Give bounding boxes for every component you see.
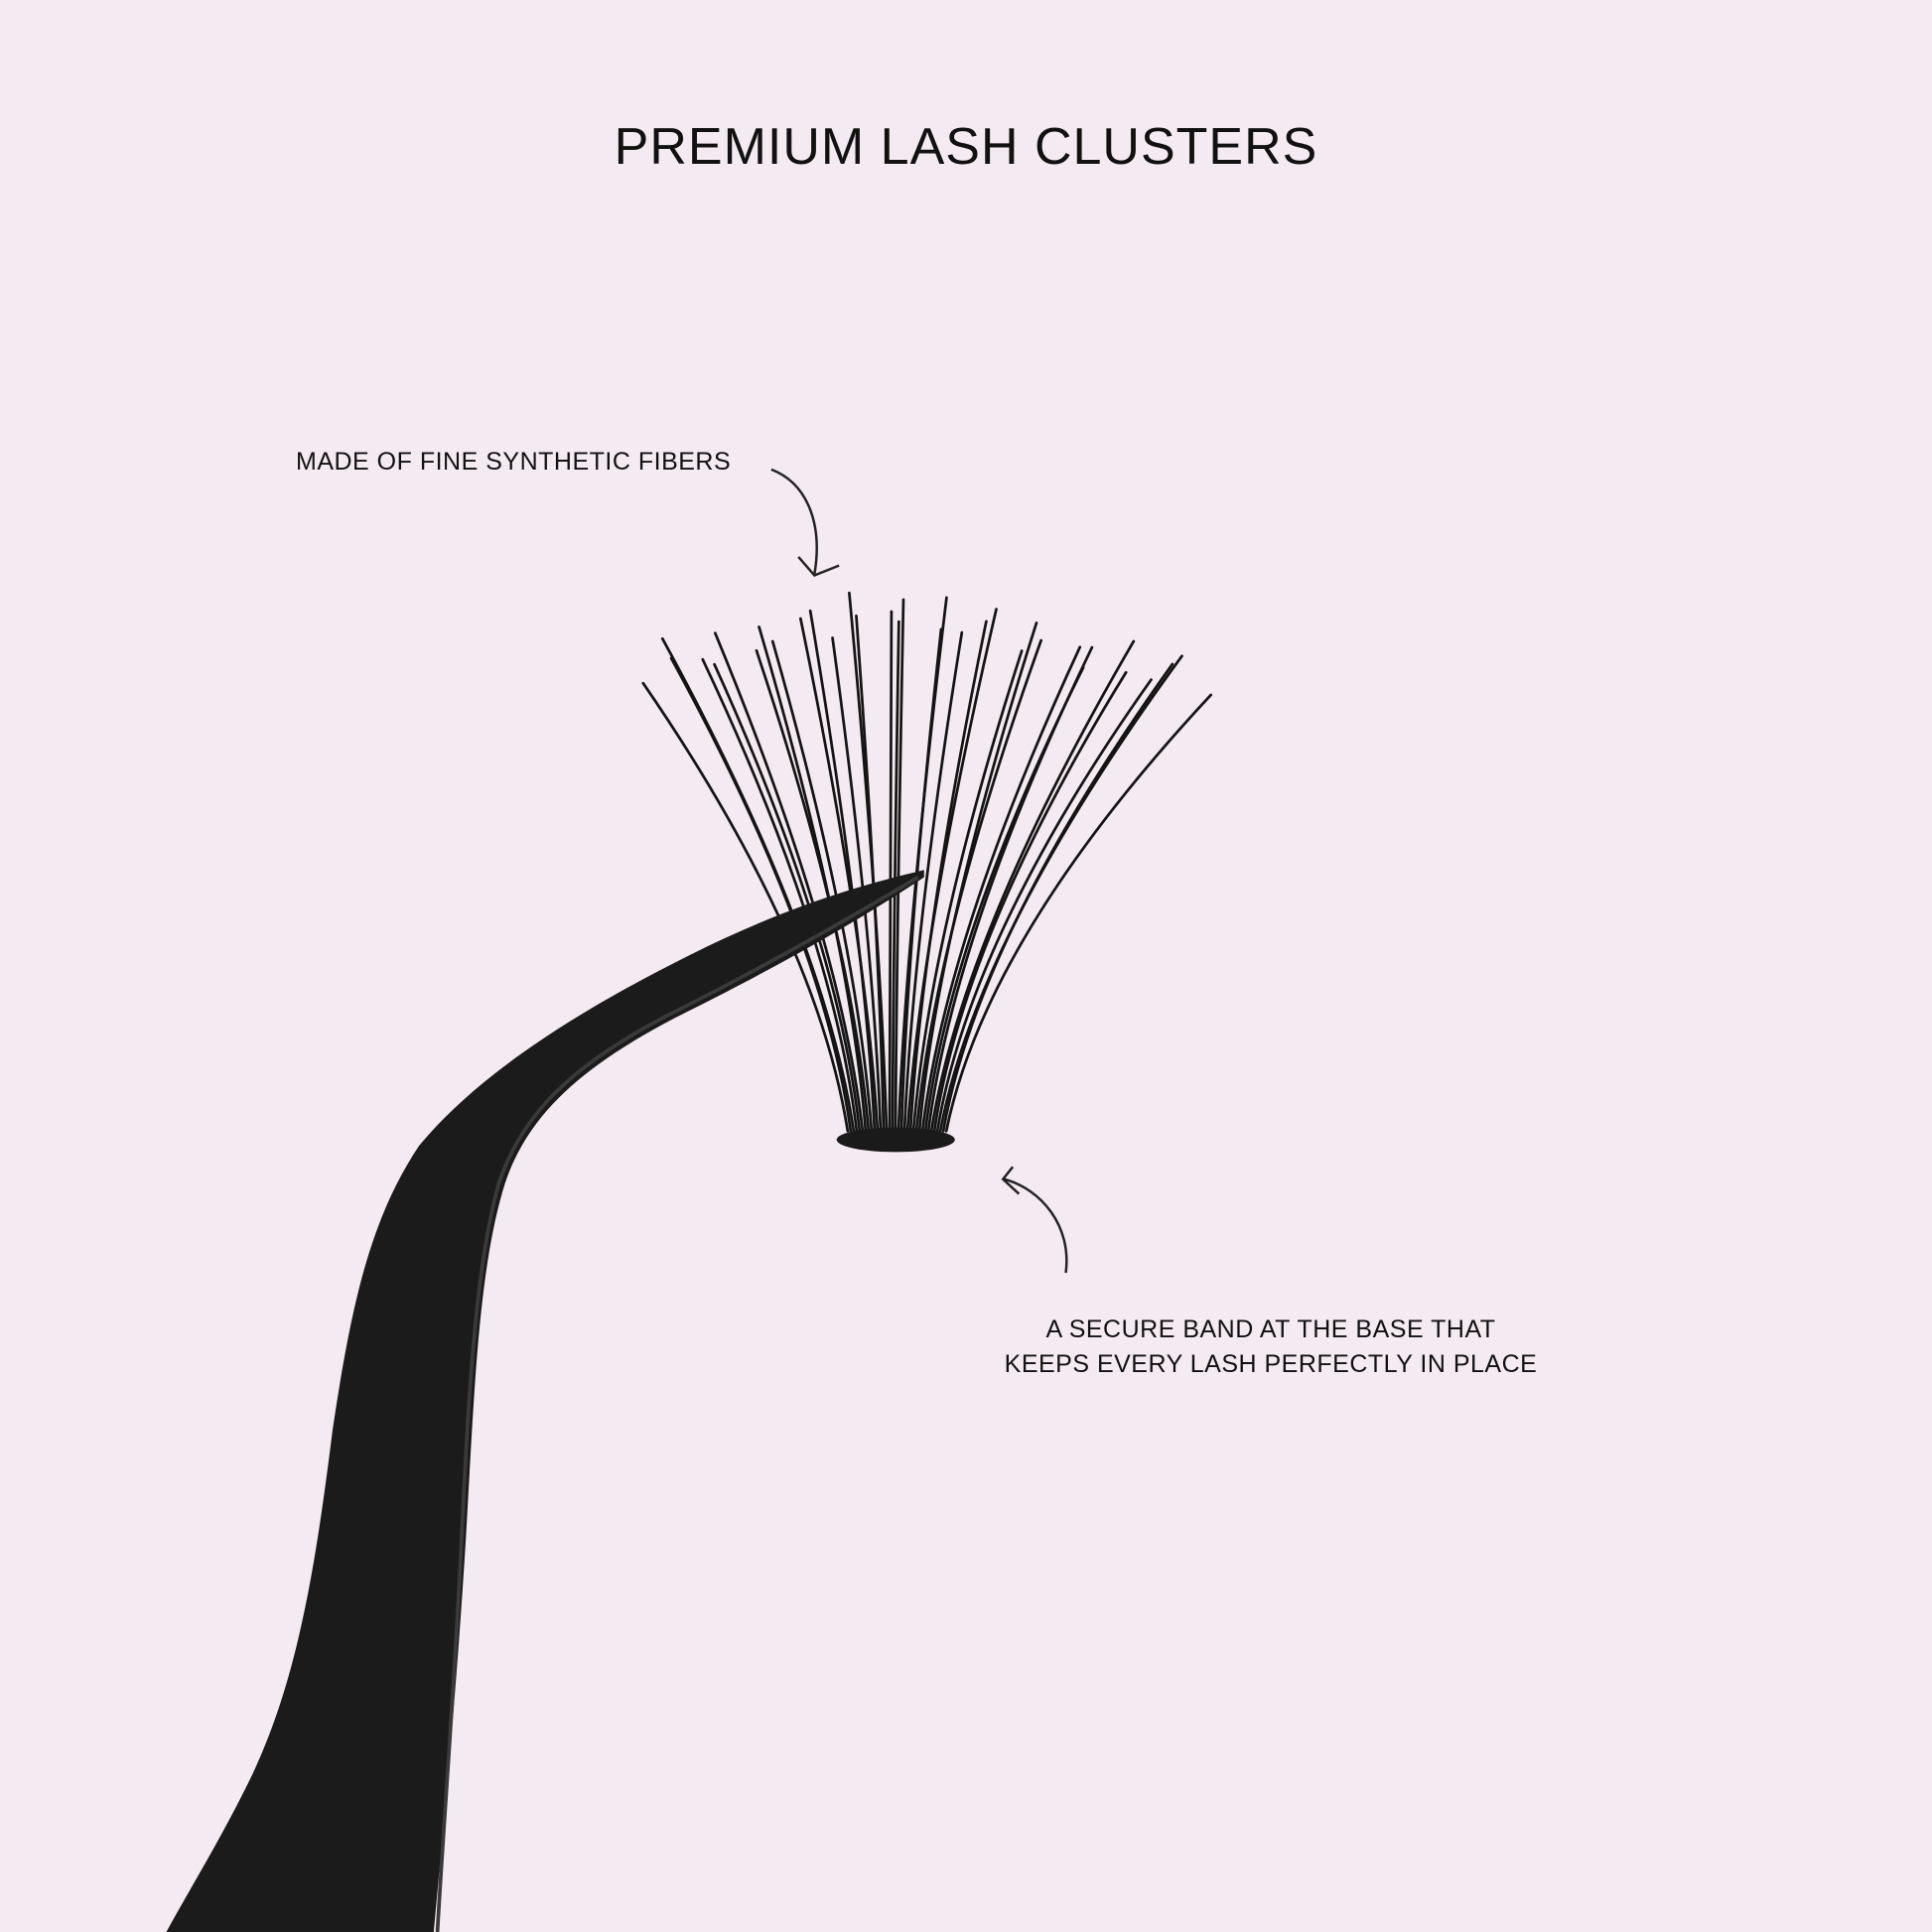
band-annotation: A SECURE BAND AT THE BASE THAT KEEPS EVE… — [993, 1312, 1549, 1382]
lash-fiber — [932, 670, 1128, 1133]
lash-fiber — [908, 620, 988, 1133]
page-title: PREMIUM LASH CLUSTERS — [614, 118, 1318, 176]
fibers-annotation: MADE OF FINE SYNTHETIC FIBERS — [296, 448, 732, 476]
tweezers-highlight — [435, 876, 919, 1932]
lash-fiber — [902, 630, 964, 1133]
arrow-to-band-icon — [1001, 1166, 1068, 1274]
lash-fiber — [899, 627, 943, 1133]
arrow-to-fibers-icon — [770, 468, 840, 578]
lash-fiber — [929, 639, 1136, 1133]
band-annotation-line-1: A SECURE BAND AT THE BASE THAT — [1045, 1315, 1496, 1343]
lash-fiber — [917, 621, 1038, 1133]
lash-fiber — [935, 678, 1153, 1133]
lash-fiber — [911, 649, 1024, 1133]
lash-fiber — [926, 645, 1094, 1133]
lash-fiber — [920, 645, 1082, 1133]
lash-fiber — [944, 693, 1213, 1133]
lash-fiber — [938, 654, 1183, 1133]
tweezers — [166, 870, 924, 1932]
lash-cluster — [641, 591, 1213, 1133]
lash-band — [836, 1127, 955, 1153]
band-annotation-line-2: KEEPS EVERY LASH PERFECTLY IN PLACE — [1004, 1350, 1538, 1378]
lash-fiber — [888, 610, 894, 1133]
lash-fiber — [941, 662, 1174, 1133]
lash-fiber — [894, 598, 905, 1133]
lash-fiber — [891, 620, 900, 1133]
